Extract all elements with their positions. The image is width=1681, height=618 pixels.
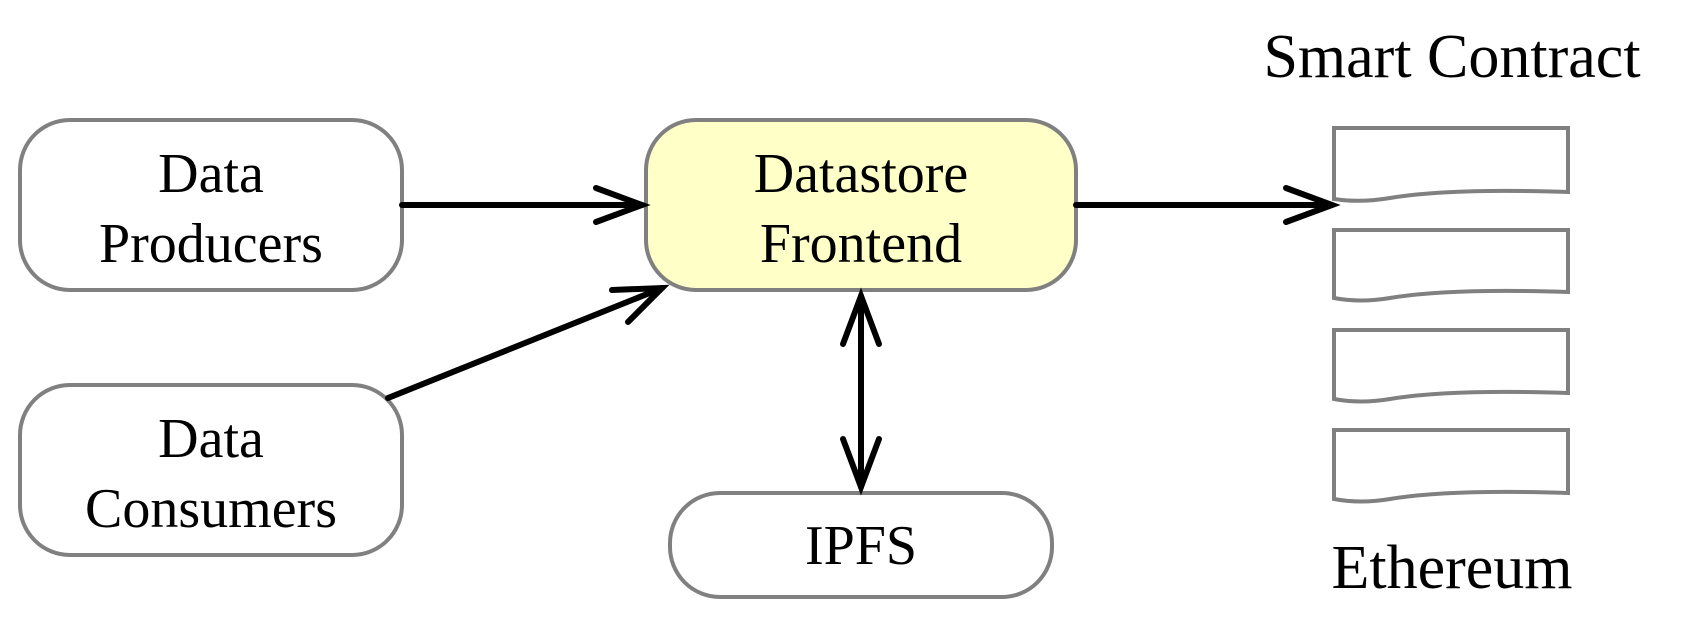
data-producers-node: Data Producers (18, 118, 404, 292)
ethereum-block (1332, 328, 1570, 404)
ethereum-block (1332, 428, 1570, 504)
data-consumers-label-line2: Consumers (85, 478, 337, 540)
edge-frontend-ipfs-bidirectional (840, 287, 882, 496)
ethereum-block (1332, 126, 1570, 203)
arrowhead-down-icon (840, 436, 882, 496)
datastore-frontend-label-line2: Frontend (760, 213, 962, 275)
data-consumers-box (18, 383, 404, 557)
edge-producers-to-frontend (399, 185, 651, 225)
edge-consumers-to-frontend-line (385, 285, 665, 401)
arrowhead-icon (593, 185, 651, 225)
edge-consumers-to-frontend (385, 284, 670, 401)
ethereum-block-stack (1332, 126, 1570, 504)
arrowhead-icon (609, 284, 670, 325)
data-producers-label-line1: Data (158, 143, 264, 205)
edge-frontend-to-smart-contract (1073, 185, 1341, 225)
datastore-frontend-node: Datastore Frontend (644, 118, 1078, 292)
ethereum-block (1332, 228, 1570, 303)
arrowhead-icon (1283, 185, 1341, 225)
data-consumers-node: Data Consumers (18, 383, 404, 557)
ipfs-node: IPFS (668, 491, 1054, 599)
datastore-frontend-label-line1: Datastore (754, 143, 969, 205)
arrowhead-up-icon (840, 287, 882, 347)
ethereum-label: Ethereum (1331, 534, 1572, 602)
ipfs-label: IPFS (805, 515, 917, 577)
smart-contract-title: Smart Contract (1263, 23, 1640, 91)
data-producers-label-line2: Producers (99, 213, 323, 275)
data-consumers-label-line1: Data (158, 408, 264, 470)
